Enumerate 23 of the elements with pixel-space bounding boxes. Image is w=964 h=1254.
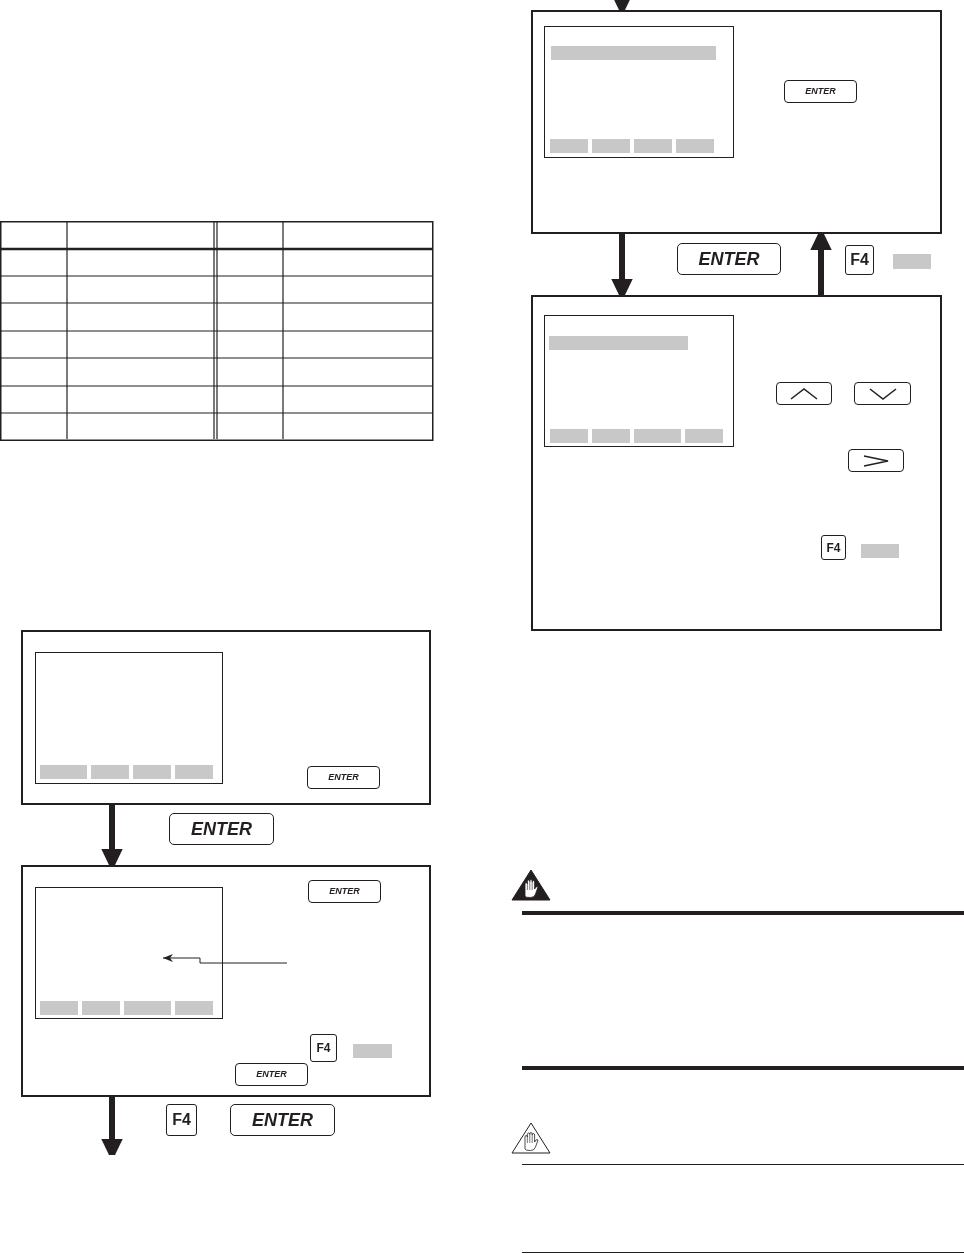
- key-cap: F4: [845, 245, 874, 275]
- key-cap: ENTER: [235, 1063, 308, 1086]
- key-cap: F4: [821, 535, 846, 560]
- key-cap: F4: [166, 1104, 197, 1136]
- step-panel: [531, 295, 942, 631]
- key-cap: ENTER: [784, 80, 857, 103]
- display-screen: [35, 887, 223, 1019]
- key-cap: ENTER: [307, 766, 380, 789]
- step-panel: [21, 865, 431, 1097]
- key-cap: ENTER: [677, 243, 781, 275]
- arrow-key: [776, 382, 832, 405]
- arrow-key: [854, 382, 911, 405]
- key-cap: F4: [310, 1034, 337, 1062]
- key-cap: ENTER: [308, 880, 381, 903]
- display-screen: [35, 652, 223, 784]
- arrow-key: [848, 449, 904, 472]
- display-screen: [544, 315, 734, 447]
- key-cap: ENTER: [230, 1104, 335, 1136]
- leader-arrow: [162, 954, 288, 964]
- display-screen: [544, 26, 734, 158]
- step-panel: [21, 630, 431, 805]
- key-cap: ENTER: [169, 813, 274, 845]
- step-panel: [531, 10, 942, 234]
